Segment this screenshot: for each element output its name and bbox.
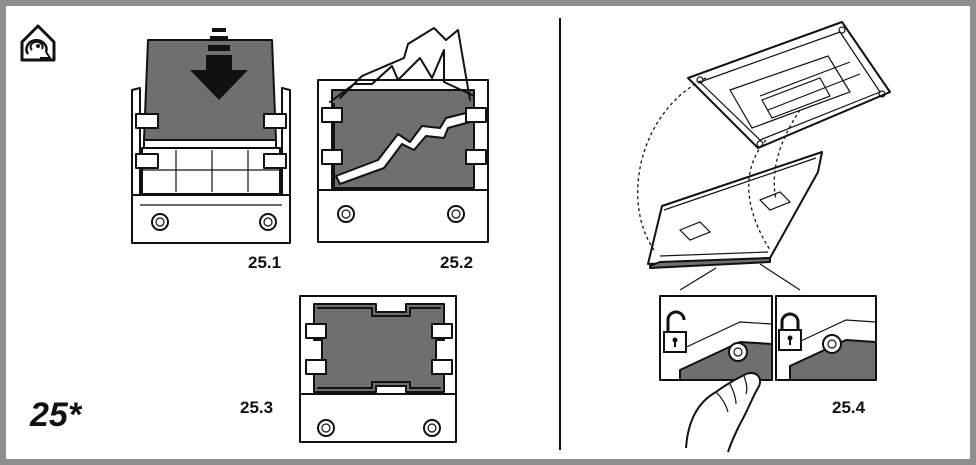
step-25-4-illustration: [637, 21, 891, 453]
step-25-2-illustration: [317, 27, 489, 243]
step-25-3-illustration: [299, 295, 457, 443]
figure-number: 25*: [30, 396, 82, 434]
step-25-1-illustration: [131, 28, 291, 244]
insert-arrow-icon: [190, 28, 248, 100]
hand-illustration: [685, 372, 762, 453]
house-filter-icon: [20, 24, 56, 62]
lock-open-icon: [663, 310, 687, 353]
step-label-25-3: 25.3: [240, 398, 274, 417]
step-label-25-4: 25.4: [832, 398, 866, 417]
lock-closed-icon: [778, 312, 802, 351]
step-label-25-1: 25.1: [248, 253, 282, 272]
step-label-25-2: 25.2: [440, 253, 474, 272]
